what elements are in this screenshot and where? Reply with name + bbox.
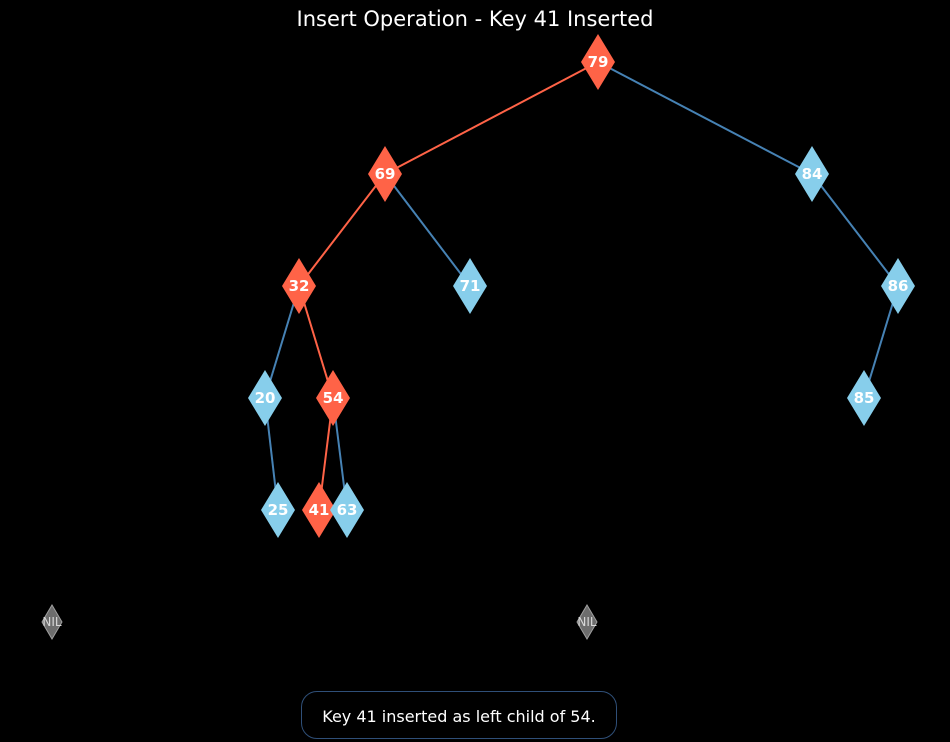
node-key-label: 41 xyxy=(309,501,330,519)
node-key-label: 84 xyxy=(802,165,823,183)
node-key-label: 69 xyxy=(375,165,396,183)
tree-node-71: 71 xyxy=(453,258,487,314)
tree-node-85: 85 xyxy=(847,370,881,426)
diamond-node-shape xyxy=(316,370,350,426)
tree-node-32: 32 xyxy=(282,258,316,314)
node-key-label: 20 xyxy=(255,389,276,407)
node-key-label: 25 xyxy=(268,501,289,519)
nil-layer: NIL NIL xyxy=(41,604,598,640)
diamond-node-shape xyxy=(302,482,336,538)
edges-layer xyxy=(264,61,899,511)
diamond-node-shape xyxy=(282,258,316,314)
node-key-label: 54 xyxy=(323,389,344,407)
nodes-layer: 79 69 84 32 71 86 20 54 85 25 41 63 xyxy=(248,34,915,538)
diamond-node-shape xyxy=(248,370,282,426)
edge-79-84 xyxy=(597,61,813,175)
nil-node: NIL xyxy=(41,604,63,640)
nil-node-label: NIL xyxy=(42,615,62,629)
node-key-label: 71 xyxy=(460,277,481,295)
diamond-node-shape xyxy=(368,146,402,202)
diamond-node-shape xyxy=(330,482,364,538)
tree-node-25: 25 xyxy=(261,482,295,538)
diamond-node-shape xyxy=(261,482,295,538)
diamond-node-shape xyxy=(453,258,487,314)
edge-84-86 xyxy=(811,173,899,287)
tree-node-86: 86 xyxy=(881,258,915,314)
edge-69-71 xyxy=(384,173,471,287)
node-key-label: 86 xyxy=(888,277,909,295)
node-key-label: 85 xyxy=(854,389,875,407)
tree-node-41: 41 xyxy=(302,482,336,538)
node-key-label: 79 xyxy=(588,53,609,71)
status-caption-text: Key 41 inserted as left child of 54. xyxy=(322,707,596,726)
tree-node-63: 63 xyxy=(330,482,364,538)
node-key-label: 32 xyxy=(289,277,310,295)
edge-86-85 xyxy=(863,285,899,399)
nil-node-shape xyxy=(41,604,63,640)
diamond-node-shape xyxy=(847,370,881,426)
tree-node-20: 20 xyxy=(248,370,282,426)
status-caption: Key 41 inserted as left child of 54. xyxy=(301,691,617,739)
diamond-node-shape xyxy=(795,146,829,202)
nil-node-shape xyxy=(576,604,598,640)
edge-69-32 xyxy=(298,173,386,287)
tree-node-79: 79 xyxy=(581,34,615,90)
edge-79-69 xyxy=(384,61,599,175)
tree-node-54: 54 xyxy=(316,370,350,426)
nil-node-label: NIL xyxy=(577,615,597,629)
tree-node-69: 69 xyxy=(368,146,402,202)
nil-node: NIL xyxy=(576,604,598,640)
diagram-title: Insert Operation - Key 41 Inserted xyxy=(297,7,654,31)
diamond-node-shape xyxy=(581,34,615,90)
diamond-node-shape xyxy=(881,258,915,314)
node-key-label: 63 xyxy=(337,501,358,519)
tree-node-84: 84 xyxy=(795,146,829,202)
